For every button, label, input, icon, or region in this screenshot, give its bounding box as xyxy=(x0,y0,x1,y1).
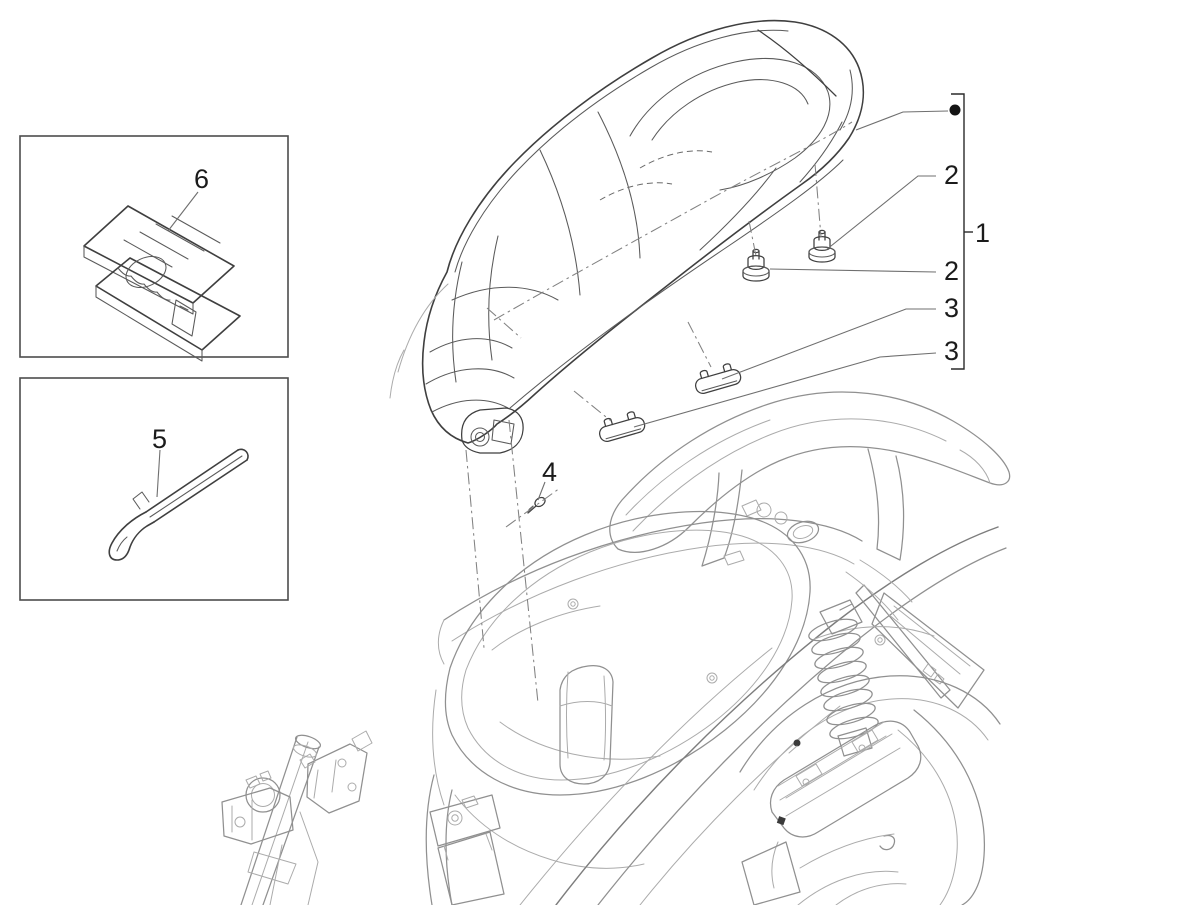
reference-dot xyxy=(949,104,961,116)
projection-lines xyxy=(465,121,853,704)
inset-frame xyxy=(19,377,289,601)
leader-4 xyxy=(537,481,546,501)
hook-wrench-drawing xyxy=(108,448,249,561)
screw-2-left xyxy=(742,248,770,282)
leader-dot xyxy=(855,110,949,131)
callout-1: 1 xyxy=(975,218,990,248)
leader-3-upper xyxy=(721,308,936,380)
screw-4 xyxy=(527,496,546,514)
callout-annotations: 2 1 2 3 3 4 xyxy=(537,93,990,501)
callout-2-upper: 2 xyxy=(944,160,959,190)
scooter-body-drawing xyxy=(221,391,1011,905)
leader-5 xyxy=(156,449,161,498)
bucket-bottle xyxy=(559,664,614,785)
leader-2-lower xyxy=(769,268,937,273)
shock-absorber xyxy=(808,599,879,757)
vent-grille xyxy=(429,794,505,905)
callout-3-lower: 3 xyxy=(944,336,959,366)
grab-rail xyxy=(609,391,1011,567)
leader-6 xyxy=(167,191,199,232)
screw-2-right xyxy=(808,229,836,263)
saddle-outline xyxy=(421,19,865,444)
callout-6: 6 xyxy=(194,164,209,194)
buffer-clip-drawing xyxy=(83,205,241,362)
storage-bucket xyxy=(425,510,811,905)
leader-3-lower xyxy=(633,352,937,428)
inset-frame xyxy=(19,135,289,358)
inset-box-wrench: 5 xyxy=(19,377,289,601)
leader-2-upper xyxy=(825,175,936,251)
buffer-3-lower xyxy=(598,411,646,442)
callout-4: 4 xyxy=(542,457,557,487)
fasteners xyxy=(527,229,836,514)
saddle-drawing xyxy=(389,19,865,454)
group-bracket xyxy=(951,93,965,370)
dark-fitting xyxy=(776,816,786,826)
dark-bolt xyxy=(793,739,801,747)
rear-fender-wheel xyxy=(739,626,1001,905)
inset-box-clip: 6 xyxy=(19,135,289,362)
callout-5: 5 xyxy=(152,424,167,454)
under-seat-rim xyxy=(437,499,886,684)
callout-3-upper: 3 xyxy=(944,293,959,323)
front-frame xyxy=(221,730,373,905)
body-side-panels xyxy=(519,526,1007,905)
saddle-hinge xyxy=(461,407,524,454)
buffer-3-upper xyxy=(694,363,742,394)
muffler xyxy=(741,720,922,905)
tail-plate-holder xyxy=(845,559,985,709)
callout-2-lower: 2 xyxy=(944,256,959,286)
